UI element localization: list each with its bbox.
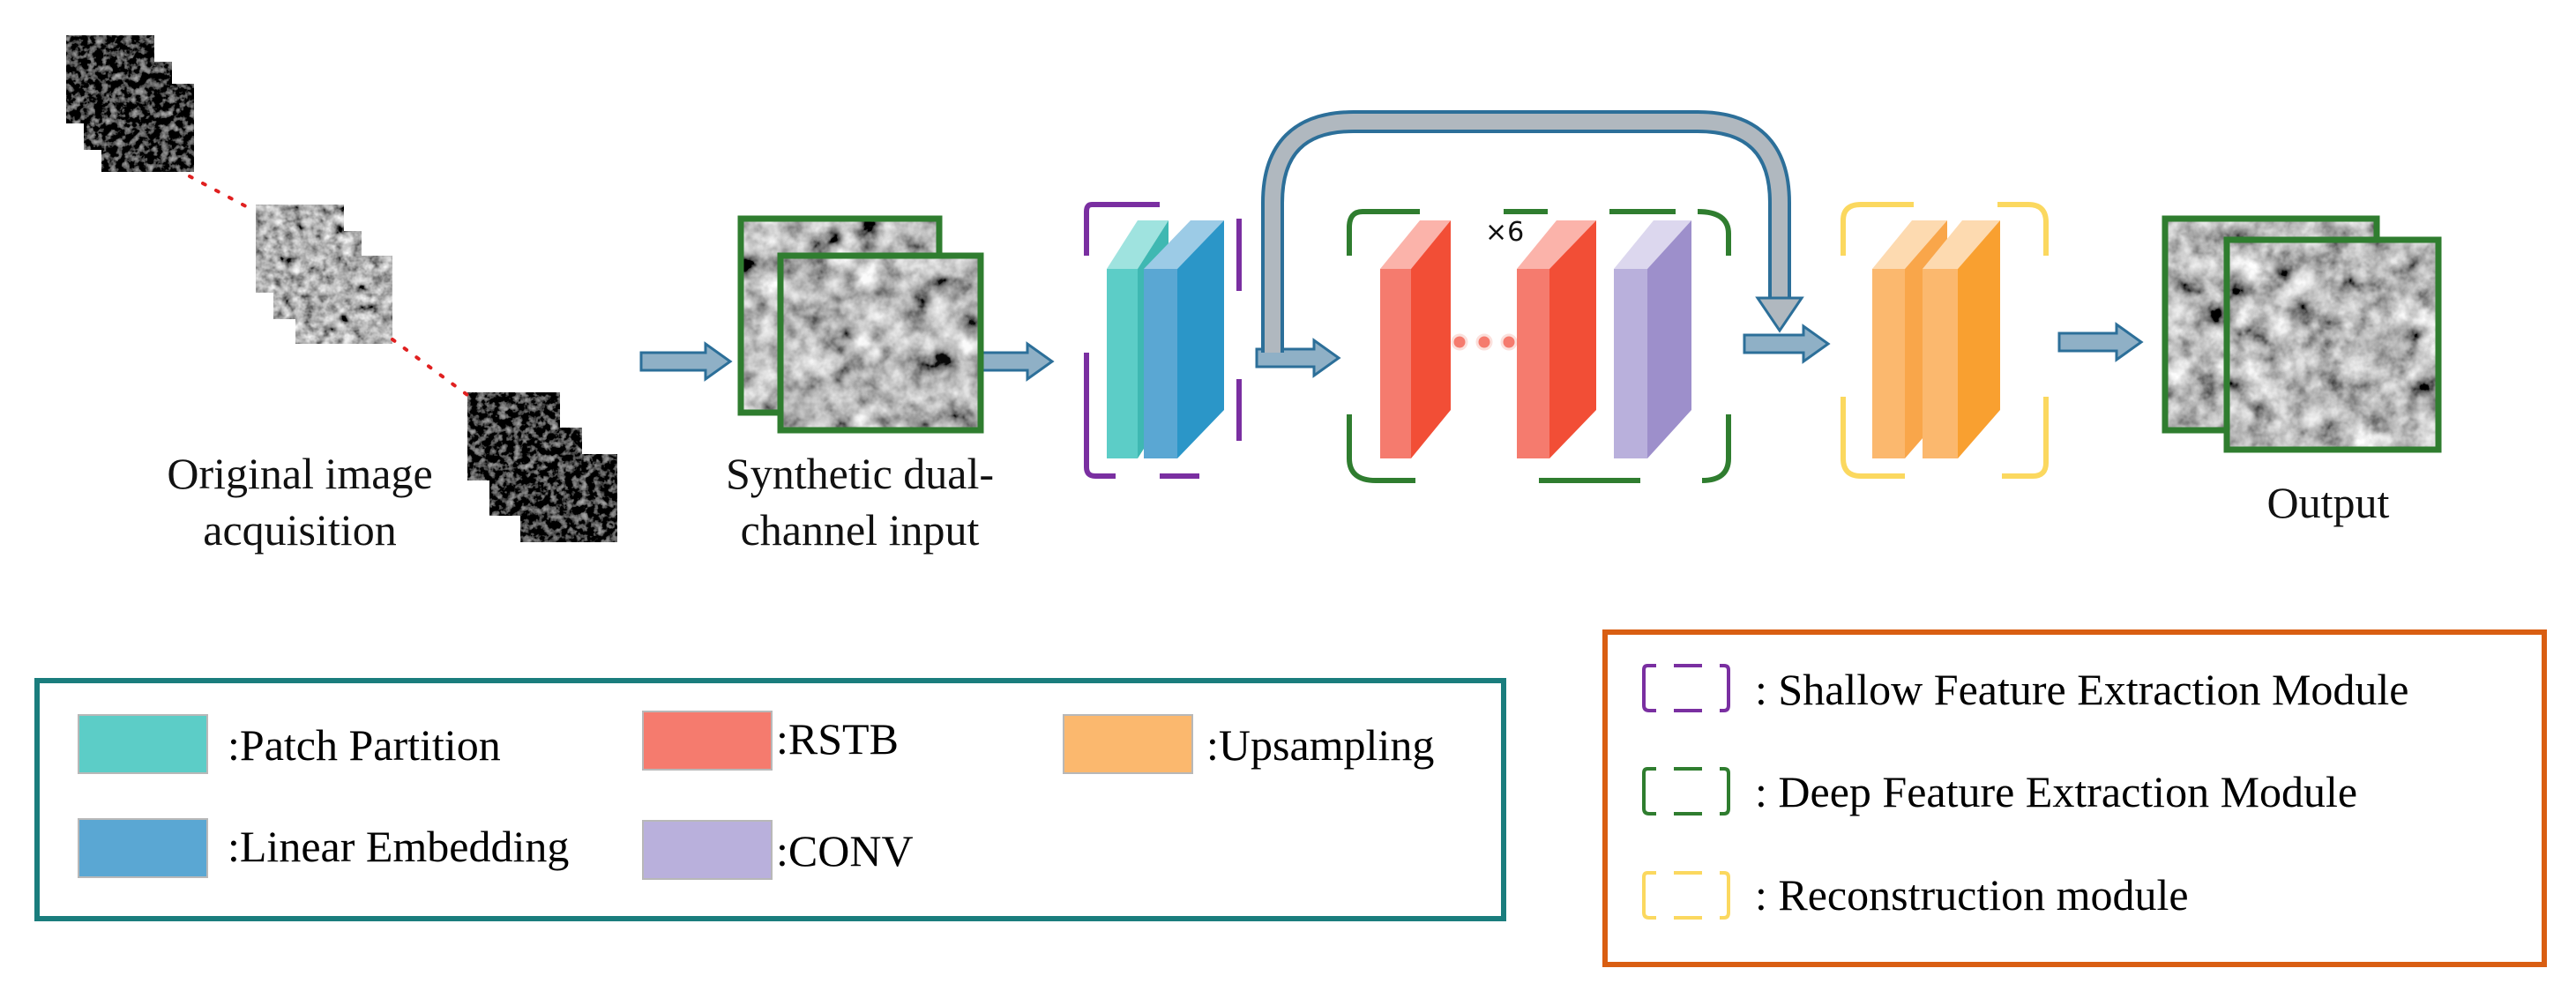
rstb-block-1: [1380, 220, 1451, 458]
rstb-block-2: [1517, 220, 1596, 458]
arrow-to-reconstruction: [1743, 324, 1831, 364]
dotted-connector-2: [391, 338, 469, 397]
acquisition-stack-middle: [256, 205, 392, 344]
rstb-ellipsis: [1451, 333, 1518, 351]
conv-block: [1614, 220, 1691, 458]
conv-legend-label: :CONV: [776, 826, 914, 875]
upsampling-swatch: [1063, 714, 1193, 774]
skip-connection-arrow: [1261, 110, 1804, 353]
rstb-swatch: [642, 711, 773, 771]
upsampling-legend-label: :Upsampling: [1206, 720, 1435, 770]
module-legend-frame: [1602, 629, 2547, 967]
linear-embedding-block: [1144, 220, 1224, 458]
reconstruction-swatch: [1642, 871, 1730, 920]
acquisition-stack-top: [66, 35, 194, 172]
block-legend-frame: [34, 678, 1506, 921]
output-label: Output: [2266, 478, 2390, 527]
rstb-legend-label: :RSTB: [776, 714, 899, 763]
shallow-module-legend-label: : Shallow Feature Extraction Module: [1755, 665, 2409, 714]
patch-partition-legend-label: :Patch Partition: [228, 720, 501, 770]
acquisition-stack-bottom: [467, 392, 617, 542]
linear-embedding-swatch: [78, 818, 208, 878]
arrow-to-synthetic: [639, 341, 733, 382]
upsampling-block-2: [1923, 220, 2000, 458]
deep-module-legend-label: : Deep Feature Extraction Module: [1755, 767, 2358, 816]
deep-module: [1347, 209, 1731, 483]
conv-swatch: [642, 820, 773, 880]
repeat-count-label: ×6: [1485, 217, 1525, 248]
arrow-to-shallow: [979, 341, 1055, 382]
synthetic-input-images: [737, 215, 984, 434]
deep-swatch: [1642, 767, 1730, 816]
shallow-swatch: [1642, 664, 1730, 712]
reconstruction-module: [1841, 202, 2049, 479]
reconstruction-module-legend-label: : Reconstruction module: [1755, 870, 2189, 920]
acquisition-label: Original image acquisition: [167, 449, 433, 555]
shallow-module: [1084, 202, 1242, 479]
linear-embedding-legend-label: :Linear Embedding: [228, 822, 570, 871]
output-images: [2162, 215, 2442, 453]
dotted-connector-1: [188, 175, 258, 213]
synthetic-input-label: Synthetic dual- channel input: [725, 449, 995, 555]
arrow-to-output: [2057, 322, 2144, 362]
patch-partition-swatch: [78, 714, 208, 774]
